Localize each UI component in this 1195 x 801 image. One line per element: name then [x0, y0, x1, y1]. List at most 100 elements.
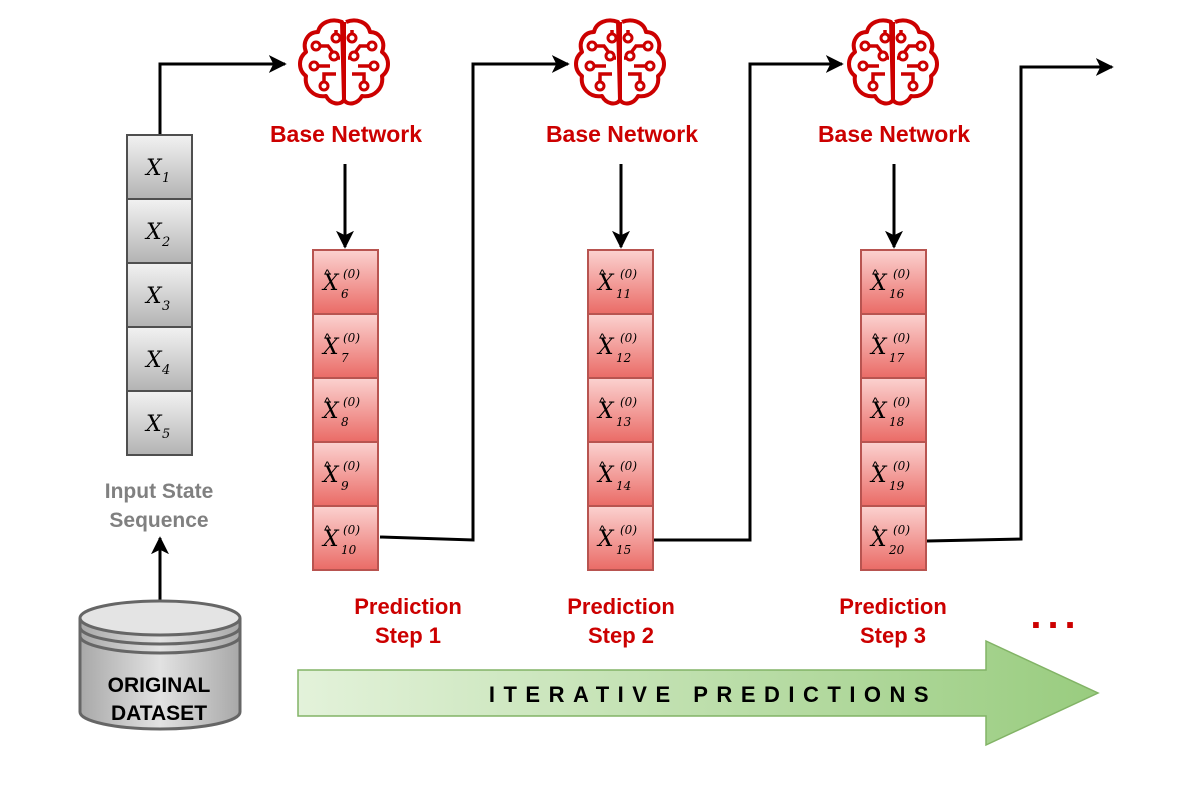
input-cell-symbol: X — [144, 348, 163, 373]
prediction-cell-superscript: (0) — [893, 267, 910, 281]
prediction-cell-symbol: X — [321, 335, 340, 360]
prediction-cell-subscript: 11 — [616, 287, 631, 301]
input-cell: X 1 — [126, 134, 193, 200]
input-cell-subscript: 1 — [162, 171, 170, 186]
hat-accent: ^ — [324, 266, 331, 282]
database-icon — [78, 599, 242, 731]
flow-input-to-network-1 — [158, 55, 287, 135]
prediction-cell-symbol: X — [869, 335, 888, 360]
input-cell: X 2 — [126, 198, 193, 264]
prediction-cell-subscript: 12 — [616, 351, 631, 365]
input-cell: X 5 — [126, 390, 193, 456]
hat-accent: ^ — [872, 522, 879, 538]
prediction-cell-subscript: 19 — [889, 479, 905, 493]
iterative-predictions-label: ITERATIVE PREDICTIONS — [489, 682, 937, 707]
prediction-cell: ^ X 20 (0) — [860, 505, 927, 571]
prediction-cell: ^ X 13 (0) — [587, 377, 654, 443]
prediction-cell-symbol: X — [596, 527, 615, 552]
prediction-cell-subscript: 15 — [616, 543, 631, 557]
prediction-cell-superscript: (0) — [893, 523, 910, 537]
input-cell-symbol: X — [144, 156, 163, 181]
prediction-cell-subscript: 16 — [889, 287, 905, 301]
hat-accent: ^ — [324, 330, 331, 346]
prediction-cell: ^ X 8 (0) — [312, 377, 379, 443]
prediction-cell-superscript: (0) — [620, 267, 637, 281]
prediction-cell: ^ X 15 (0) — [587, 505, 654, 571]
hat-accent: ^ — [599, 330, 606, 346]
prediction-column-step-1: ^ X 6 (0) ^ X 7 (0) ^ X 8 (0) ^ X 9 (0) — [312, 249, 379, 571]
step-label-line2: Step 1 — [375, 623, 441, 648]
prediction-cell-subscript: 20 — [888, 543, 905, 557]
prediction-cell-superscript: (0) — [893, 395, 910, 409]
prediction-cell-superscript: (0) — [620, 331, 637, 345]
flow-step-1-to-network-2 — [379, 55, 570, 542]
network-label: Base Network — [818, 121, 970, 147]
prediction-cell-superscript: (0) — [343, 395, 360, 409]
prediction-cell-subscript: 13 — [616, 415, 632, 429]
prediction-column-step-3: ^ X 16 (0) ^ X 17 (0) ^ X 18 (0) ^ X 19 … — [860, 249, 927, 571]
input-cell-subscript: 4 — [161, 363, 170, 378]
input-label-line2: Sequence — [109, 509, 208, 532]
prediction-cell-symbol: X — [869, 527, 888, 552]
network-label: Base Network — [270, 121, 422, 147]
prediction-cell-superscript: (0) — [893, 459, 910, 473]
prediction-cell-subscript: 18 — [889, 415, 905, 429]
prediction-cell: ^ X 19 (0) — [860, 441, 927, 507]
flow-step-3-to-next — [926, 58, 1114, 543]
input-cell-subscript: 2 — [161, 235, 170, 250]
prediction-cell-symbol: X — [596, 399, 615, 424]
prediction-cell: ^ X 7 (0) — [312, 313, 379, 379]
prediction-cell: ^ X 17 (0) — [860, 313, 927, 379]
flow-step-2-to-network-3 — [654, 55, 844, 542]
input-state-sequence: X 1 X 2 X 3 X 4 X 5 — [126, 134, 193, 456]
prediction-cell-superscript: (0) — [343, 267, 360, 281]
step-label-line1: Prediction — [567, 594, 675, 619]
hat-accent: ^ — [599, 458, 606, 474]
input-cell-subscript: 3 — [162, 299, 170, 314]
hat-accent: ^ — [872, 266, 879, 282]
prediction-cell-superscript: (0) — [343, 331, 360, 345]
prediction-cell-superscript: (0) — [620, 523, 637, 537]
input-cell: X 3 — [126, 262, 193, 328]
prediction-cell-superscript: (0) — [620, 459, 637, 473]
prediction-cell-subscript: 6 — [341, 287, 349, 301]
prediction-column-step-2: ^ X 11 (0) ^ X 12 (0) ^ X 13 (0) ^ X 14 … — [587, 249, 654, 571]
prediction-cell-symbol: X — [596, 335, 615, 360]
step-label-line2: Step 3 — [860, 623, 926, 648]
hat-accent: ^ — [872, 330, 879, 346]
prediction-cell-superscript: (0) — [620, 395, 637, 409]
hat-accent: ^ — [599, 522, 606, 538]
hat-accent: ^ — [324, 394, 331, 410]
prediction-cell-superscript: (0) — [343, 459, 360, 473]
brain-circuit-icon — [574, 18, 666, 106]
prediction-cell-subscript: 7 — [341, 351, 349, 365]
prediction-cell: ^ X 9 (0) — [312, 441, 379, 507]
prediction-cell-symbol: X — [869, 271, 888, 296]
hat-accent: ^ — [872, 458, 879, 474]
input-cell: X 4 — [126, 326, 193, 392]
iterative-predictions-arrow: ITERATIVE PREDICTIONS — [297, 639, 1100, 747]
prediction-cell-subscript: 9 — [341, 479, 349, 493]
prediction-cell: ^ X 16 (0) — [860, 249, 927, 315]
input-label-line1: Input State — [105, 480, 214, 503]
brain-circuit-icon — [847, 18, 939, 106]
prediction-cell-superscript: (0) — [893, 331, 910, 345]
prediction-cell-symbol: X — [869, 463, 888, 488]
input-cell-subscript: 5 — [162, 427, 170, 442]
prediction-cell: ^ X 18 (0) — [860, 377, 927, 443]
prediction-cell: ^ X 11 (0) — [587, 249, 654, 315]
dataset-label-line2: DATASET — [111, 702, 207, 725]
input-cell-symbol: X — [144, 220, 163, 245]
step-label-line1: Prediction — [354, 594, 462, 619]
prediction-cell-superscript: (0) — [343, 523, 360, 537]
dataset-label-line1: ORIGINAL — [108, 674, 211, 697]
input-cell-symbol: X — [144, 284, 163, 309]
continuation-ellipsis: ... — [1030, 593, 1081, 637]
brain-circuit-icon — [298, 18, 390, 106]
step-label-line1: Prediction — [839, 594, 947, 619]
prediction-cell: ^ X 6 (0) — [312, 249, 379, 315]
hat-accent: ^ — [324, 522, 331, 538]
prediction-cell-subscript: 8 — [341, 415, 349, 429]
prediction-cell: ^ X 14 (0) — [587, 441, 654, 507]
